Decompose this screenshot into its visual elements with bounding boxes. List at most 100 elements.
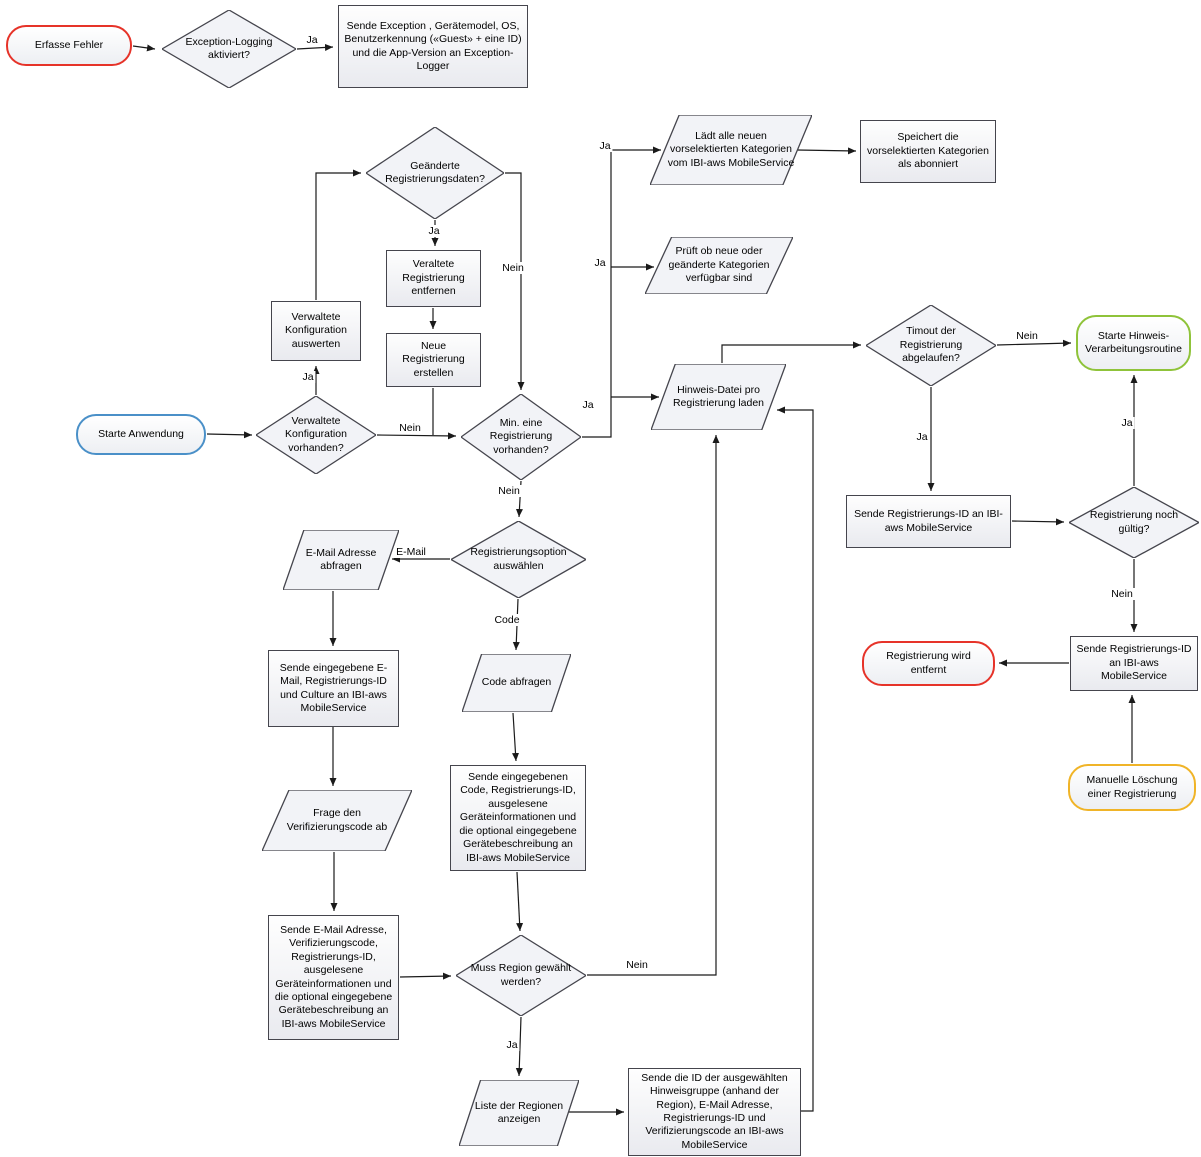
parallelogram-shape bbox=[462, 654, 571, 712]
node-prueft-kategorien: Prüft ob neue oder geänderte Kategorien … bbox=[645, 237, 793, 294]
flow-edge bbox=[777, 406, 814, 1112]
node-label: Registrierungsoption auswählen bbox=[470, 546, 567, 572]
node-label: Neue Registrierung erstellen bbox=[402, 339, 465, 379]
node-label: Hinweis-Datei pro Registrierung laden bbox=[672, 383, 765, 409]
node-label: Erfasse Fehler bbox=[34, 38, 104, 51]
flow-edge bbox=[206, 431, 253, 439]
node-sende-email-verif: Sende E-Mail Adresse, Verifizierungscode… bbox=[268, 915, 399, 1040]
node-label: Timout der Registrierung abgelaufen? bbox=[899, 325, 963, 365]
parallelogram-shape bbox=[283, 530, 399, 590]
node-label: Sende eingegebene E-Mail, Registrierungs… bbox=[279, 661, 388, 714]
node-liste-regionen: Liste der Regionen anzeigen bbox=[459, 1080, 579, 1146]
node-reg-entfernt: Registrierung wird entfernt bbox=[862, 641, 995, 686]
node-label: Code abfragen bbox=[481, 676, 552, 689]
diamond-shape bbox=[451, 521, 586, 598]
edge-label: Nein bbox=[1014, 330, 1040, 342]
node-manuelle-loeschung: Manuelle Löschung einer Registrierung bbox=[1068, 764, 1196, 811]
node-label: Speichert die vorselektierten Kategorien… bbox=[867, 131, 989, 171]
edge-label: Ja bbox=[592, 257, 608, 269]
flow-edge bbox=[1011, 518, 1065, 526]
node-label: Lädt alle neuen vorselektierten Kategori… bbox=[667, 129, 795, 169]
node-label: E-Mail Adresse abfragen bbox=[305, 546, 377, 572]
edge-label: Ja bbox=[580, 399, 596, 411]
node-laedt-kategorien: Lädt alle neuen vorselektierten Kategori… bbox=[650, 115, 812, 185]
diamond-shape bbox=[162, 10, 296, 88]
node-label: Liste der Regionen anzeigen bbox=[474, 1099, 564, 1125]
node-timout: Timout der Registrierung abgelaufen? bbox=[866, 305, 996, 386]
parallelogram-shape bbox=[651, 364, 786, 430]
flow-edge bbox=[796, 147, 857, 155]
node-min-registrierung: Min. eine Registrierung vorhanden? bbox=[461, 394, 581, 480]
edge-label: Ja bbox=[914, 431, 930, 443]
node-label: Manuelle Löschung einer Registrierung bbox=[1086, 774, 1178, 800]
node-label: Starte Anwendung bbox=[98, 427, 184, 440]
edge-label: Ja bbox=[504, 1039, 520, 1051]
diamond-shape bbox=[866, 305, 996, 386]
node-label: Verwaltete Konfiguration auswerten bbox=[285, 310, 347, 350]
node-label: Frage den Verifizierungscode ab bbox=[286, 807, 388, 833]
edge-label: E-Mail bbox=[394, 546, 428, 558]
diamond-shape bbox=[256, 396, 376, 474]
node-sende-reg-id-1: Sende Registrierungs-ID an IBI-aws Mobil… bbox=[846, 495, 1011, 548]
node-label: Veraltete Registrierung entfernen bbox=[402, 258, 465, 298]
edge-label: Nein bbox=[500, 262, 526, 274]
flow-edge bbox=[296, 43, 334, 51]
edge-label: Ja bbox=[1119, 417, 1135, 429]
diamond-shape bbox=[456, 935, 586, 1016]
flow-edge bbox=[399, 972, 452, 980]
flow-edge bbox=[516, 871, 524, 932]
edge-label: Nein bbox=[624, 959, 650, 971]
edge-label: Nein bbox=[496, 485, 522, 497]
node-label: Min. eine Registrierung vorhanden? bbox=[489, 416, 553, 456]
node-veraltete-entfernen: Veraltete Registrierung entfernen bbox=[386, 250, 481, 307]
edges-group bbox=[132, 43, 1138, 1116]
edge-label: Nein bbox=[397, 422, 423, 434]
node-starte-hinweis: Starte Hinweis-Verarbeitungsroutine bbox=[1076, 315, 1191, 371]
node-email-abfragen: E-Mail Adresse abfragen bbox=[283, 530, 399, 590]
node-sende-code: Sende eingegebenen Code, Registrierungs-… bbox=[450, 765, 586, 871]
node-neue-erstellen: Neue Registrierung erstellen bbox=[386, 333, 481, 387]
diamond-shape bbox=[1069, 487, 1199, 558]
edge-label: Nein bbox=[1109, 588, 1135, 600]
flow-edge bbox=[376, 432, 457, 440]
node-reg-option: Registrierungsoption auswählen bbox=[451, 521, 586, 598]
edge-label: Ja bbox=[426, 225, 442, 237]
node-code-abfragen: Code abfragen bbox=[462, 654, 571, 712]
node-geaenderte-daten: Geänderte Registrierungsdaten? bbox=[366, 127, 504, 219]
node-label: Prüft ob neue oder geänderte Kategorien … bbox=[668, 245, 770, 285]
edge-label: Ja bbox=[597, 140, 613, 152]
parallelogram-shape bbox=[459, 1080, 579, 1146]
flow-edge bbox=[315, 169, 361, 300]
parallelogram-shape bbox=[650, 115, 812, 185]
node-sende-reg-id-2: Sende Registrierungs-ID an IBI-aws Mobil… bbox=[1070, 636, 1198, 691]
node-label: Exception-Logging aktiviert? bbox=[185, 35, 273, 61]
edge-label: Ja bbox=[300, 371, 316, 383]
node-label: Sende die ID der ausgewählten Hinweisgru… bbox=[641, 1071, 788, 1151]
node-frage-verifizierung: Frage den Verifizierungscode ab bbox=[262, 790, 412, 851]
node-label: Sende Exception , Gerätemodel, OS, Benut… bbox=[344, 19, 522, 72]
edge-label: Ja bbox=[304, 34, 320, 46]
flow-edge bbox=[582, 150, 612, 438]
node-label: Sende eingegebenen Code, Registrierungs-… bbox=[459, 770, 577, 864]
node-erfasse-fehler: Erfasse Fehler bbox=[6, 25, 132, 66]
node-label: Muss Region gewählt werden? bbox=[470, 962, 572, 988]
node-label: Sende Registrierungs-ID an IBI-aws Mobil… bbox=[1076, 643, 1192, 683]
node-sende-email: Sende eingegebene E-Mail, Registrierungs… bbox=[268, 650, 399, 727]
flow-edge bbox=[505, 172, 525, 390]
node-verwaltete-vorhanden: Verwaltete Konfiguration vorhanden? bbox=[256, 396, 376, 474]
parallelogram-shape bbox=[645, 237, 793, 294]
node-exception-logging: Exception-Logging aktiviert? bbox=[162, 10, 296, 88]
flow-edge bbox=[587, 435, 720, 976]
node-starte-anwendung: Starte Anwendung bbox=[76, 414, 206, 455]
node-label: Geänderte Registrierungsdaten? bbox=[385, 159, 485, 185]
node-hinweis-datei: Hinweis-Datei pro Registrierung laden bbox=[651, 364, 786, 430]
node-sende-exception: Sende Exception , Gerätemodel, OS, Benut… bbox=[338, 5, 528, 88]
flow-edge bbox=[512, 712, 519, 762]
edge-label: Code bbox=[492, 614, 522, 626]
node-label: Verwaltete Konfiguration vorhanden? bbox=[285, 414, 347, 454]
diamond-shape bbox=[366, 127, 504, 219]
node-label: Starte Hinweis-Verarbeitungsroutine bbox=[1085, 329, 1182, 355]
node-label: Sende E-Mail Adresse, Verifizierungscode… bbox=[274, 923, 393, 1030]
